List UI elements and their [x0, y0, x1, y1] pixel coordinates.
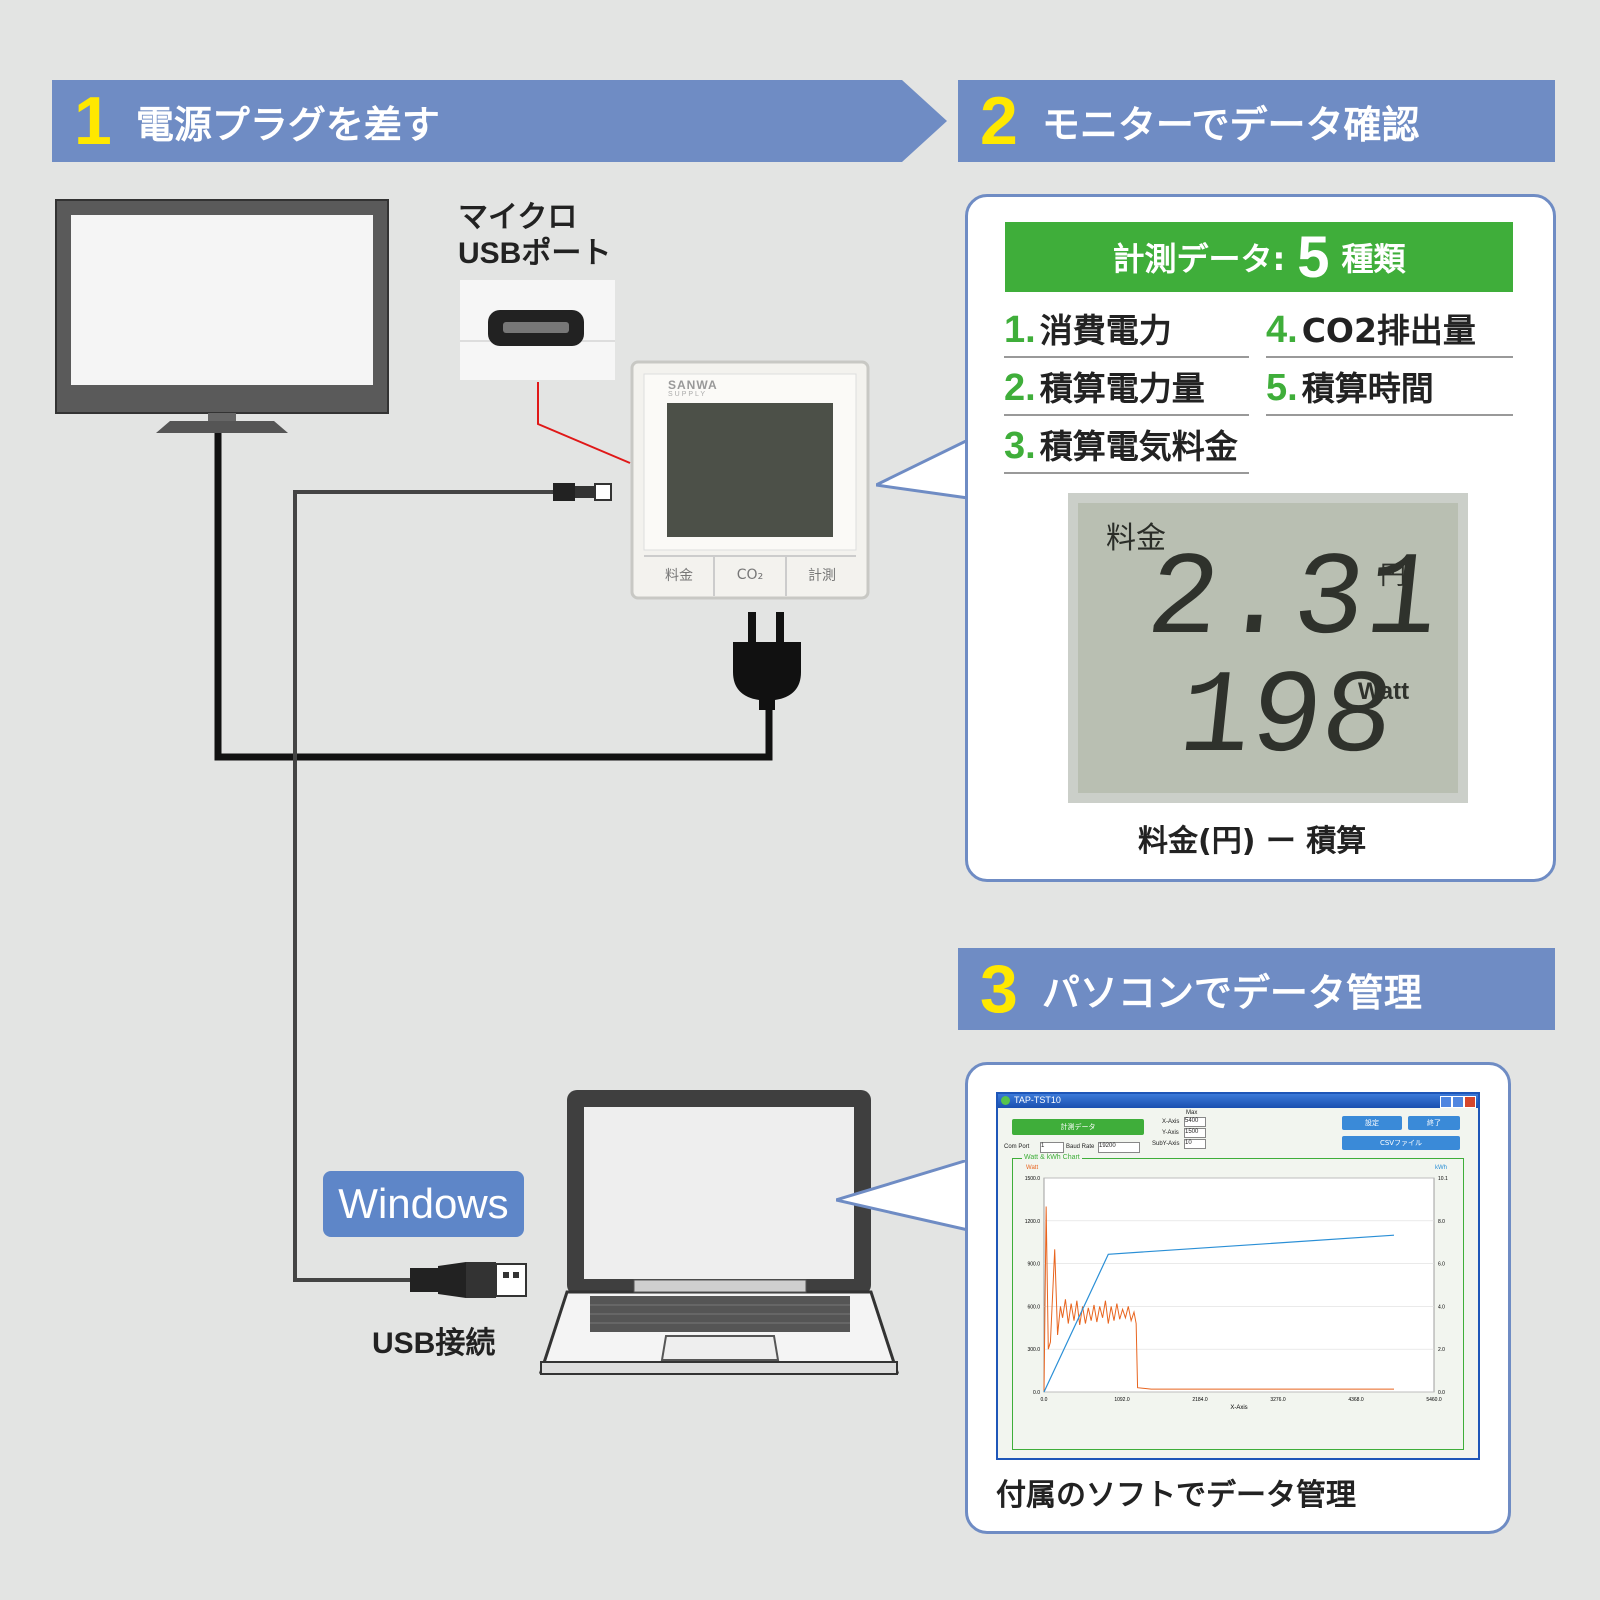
measure-data-button[interactable]: 計測データ — [1012, 1119, 1144, 1135]
window-titlebar: TAP-TST10 — [998, 1094, 1478, 1108]
y-axis-label: Y-Axis — [1162, 1130, 1179, 1136]
meter-brand-sub: SUPPLY — [668, 391, 708, 398]
bubble1-pointer — [876, 440, 971, 500]
header-suffix: 種類 — [1341, 240, 1406, 278]
y-tick-right: 2.0 — [1438, 1347, 1445, 1353]
software-window: TAP-TST10 計測データ Com Port 1 Baud Rate 192… — [996, 1092, 1480, 1460]
data-item-3: 3.積算電気料金 — [1004, 416, 1249, 474]
data-item-1: 1.消費電力 — [1004, 300, 1249, 358]
com-port-label: Com Port — [1004, 1144, 1030, 1150]
header-count: 5 — [1297, 224, 1330, 290]
laptop-keyboard — [590, 1304, 850, 1324]
max-label: Max — [1186, 1110, 1198, 1116]
y-tick-left: 900.0 — [1027, 1262, 1040, 1268]
right-unit-label: kWh — [1435, 1165, 1447, 1171]
usb-connection-label: USB接続 — [372, 1327, 496, 1360]
lcd-caption: 料金(円) ー 積算 — [1138, 824, 1367, 859]
y-tick-right: 0.0 — [1438, 1390, 1445, 1396]
step3-number: 3 — [980, 951, 1018, 1027]
meter-button-fee[interactable]: 料金 — [665, 568, 693, 584]
data-item-2: 2.積算電力量 — [1004, 358, 1249, 416]
windows-badge: Windows — [323, 1171, 524, 1237]
maximize-button[interactable] — [1452, 1096, 1464, 1108]
csv-file-button[interactable]: CSVファイル — [1342, 1136, 1460, 1150]
step1-banner: 1 電源プラグを差す — [52, 80, 902, 162]
chart-frame — [1012, 1158, 1464, 1450]
power-plug-icon — [733, 612, 801, 710]
connection-illustration — [55, 199, 900, 1375]
y-tick-left: 300.0 — [1027, 1347, 1040, 1353]
step3-banner: 3 パソコンでデータ管理 — [958, 948, 1555, 1030]
lcd-mode: 料金 — [1106, 521, 1166, 556]
app-icon — [1001, 1096, 1010, 1105]
usb-a-plug-icon — [410, 1262, 527, 1298]
minimize-button[interactable] — [1440, 1096, 1452, 1108]
usb-port-label-line1: マイクロ — [458, 201, 578, 234]
com-port-select[interactable]: 1 — [1040, 1142, 1064, 1153]
y-tick-left: 1500.0 — [1025, 1176, 1041, 1182]
x-tick: 5460.0 — [1426, 1397, 1442, 1403]
meter-button-measure[interactable]: 計測 — [808, 568, 836, 584]
y-tick-right: 4.0 — [1438, 1304, 1445, 1310]
lcd-unit-watt: Watt — [1358, 678, 1410, 705]
watt-kwh-chart: 1500.0 1200.0 900.0 600.0 300.0 0.0 10.1 8.0 6.0… — [1025, 1176, 1448, 1411]
power-meter-device — [630, 360, 870, 600]
x-tick: 4368.0 — [1348, 1397, 1364, 1403]
x-axis-title: X-Axis — [1230, 1405, 1247, 1411]
step2-banner: 2 モニターでデータ確認 — [958, 80, 1555, 162]
x-axis-label: X-Axis — [1162, 1119, 1180, 1125]
baud-rate-select[interactable]: 19200 — [1098, 1142, 1140, 1153]
bubble2-pointer — [836, 1160, 971, 1232]
step1-number: 1 — [74, 83, 112, 159]
meter-button-co2[interactable]: CO₂ — [736, 567, 764, 583]
lcd-unit-yen: 円 — [1380, 561, 1407, 591]
y-tick-right: 8.0 — [1438, 1219, 1445, 1225]
y-tick-right: 6.0 — [1438, 1262, 1445, 1268]
x-tick: 0.0 — [1041, 1397, 1048, 1403]
data-item-5: 5.積算時間 — [1266, 358, 1513, 416]
lcd-value-watt: 198 — [1173, 653, 1400, 786]
sub-y-axis-label: SubY-Axis — [1152, 1141, 1180, 1147]
laptop-icon — [538, 1090, 900, 1375]
settings-button[interactable]: 設定 — [1342, 1116, 1402, 1130]
close-button[interactable] — [1464, 1096, 1476, 1108]
software-caption: 付属のソフトでデータ管理 — [996, 1478, 1356, 1513]
data-types-header: 計測データ: 5 種類 — [1005, 222, 1513, 292]
kwh-series-line — [1043, 1234, 1395, 1393]
y-axis-field[interactable]: 1500 — [1184, 1128, 1206, 1138]
header-prefix: 計測データ: — [1112, 240, 1286, 278]
x-tick: 1092.0 — [1114, 1397, 1130, 1403]
usb-port-label-line2: USBポート — [458, 237, 612, 270]
exit-button[interactable]: 終了 — [1408, 1116, 1460, 1130]
sub-y-axis-field[interactable]: 10 — [1184, 1139, 1206, 1149]
window-title: TAP-TST10 — [1014, 1095, 1061, 1105]
step2-number: 2 — [980, 83, 1018, 159]
micro-usb-plug-icon — [553, 483, 612, 501]
step2-title: モニターでデータ確認 — [1041, 102, 1420, 147]
y-tick-left: 1200.0 — [1025, 1219, 1041, 1225]
step1-title: 電源プラグを差す — [135, 102, 440, 147]
x-tick: 3276.0 — [1270, 1397, 1286, 1403]
watt-series-line — [1043, 1206, 1394, 1393]
y-tick-left: 600.0 — [1027, 1304, 1040, 1310]
meter-brand: SANWA — [668, 378, 718, 392]
y-tick-right: 10.1 — [1438, 1176, 1448, 1182]
step3-title: パソコンでデータ管理 — [1041, 970, 1422, 1015]
data-item-4: 4.CO2排出量 — [1266, 300, 1513, 358]
left-unit-label: Watt — [1026, 1165, 1039, 1171]
chart-title: Watt & kWh Chart — [1022, 1154, 1082, 1161]
x-tick: 2184.0 — [1192, 1397, 1208, 1403]
tv-icon — [55, 199, 389, 433]
baud-rate-label: Baud Rate — [1066, 1144, 1095, 1150]
step1-banner-bg — [52, 80, 947, 162]
x-axis-field[interactable]: 5400 — [1184, 1117, 1206, 1127]
lcd-display: 料金 2.31 円 198 Watt — [1068, 493, 1468, 803]
plot-area — [1043, 1177, 1435, 1393]
y-tick-left: 0.0 — [1033, 1390, 1040, 1396]
